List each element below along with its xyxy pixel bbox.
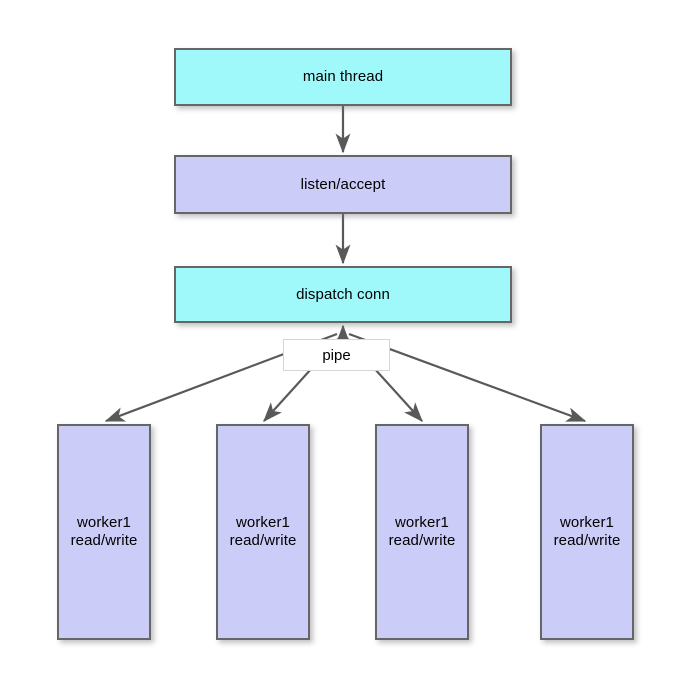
edge-label-pipe-text: pipe bbox=[322, 346, 351, 364]
node-worker-1[interactable]: worker1 read/write bbox=[57, 424, 151, 640]
edge-label-pipe[interactable]: pipe bbox=[283, 339, 390, 371]
node-worker-4[interactable]: worker1 read/write bbox=[540, 424, 634, 640]
node-listen-accept-label: listen/accept bbox=[300, 175, 386, 193]
node-worker-2[interactable]: worker1 read/write bbox=[216, 424, 310, 640]
node-dispatch-conn-label: dispatch conn bbox=[296, 285, 390, 303]
node-worker-3[interactable]: worker1 read/write bbox=[375, 424, 469, 640]
node-worker-3-label: worker1 read/write bbox=[388, 514, 456, 549]
node-dispatch-conn[interactable]: dispatch conn bbox=[174, 266, 512, 323]
node-worker-4-label: worker1 read/write bbox=[553, 514, 621, 549]
node-main-thread-label: main thread bbox=[302, 68, 384, 86]
node-worker-2-label: worker1 read/write bbox=[229, 514, 297, 549]
node-worker-1-label: worker1 read/write bbox=[70, 514, 138, 549]
node-main-thread[interactable]: main thread bbox=[174, 48, 512, 106]
node-listen-accept[interactable]: listen/accept bbox=[174, 155, 512, 214]
